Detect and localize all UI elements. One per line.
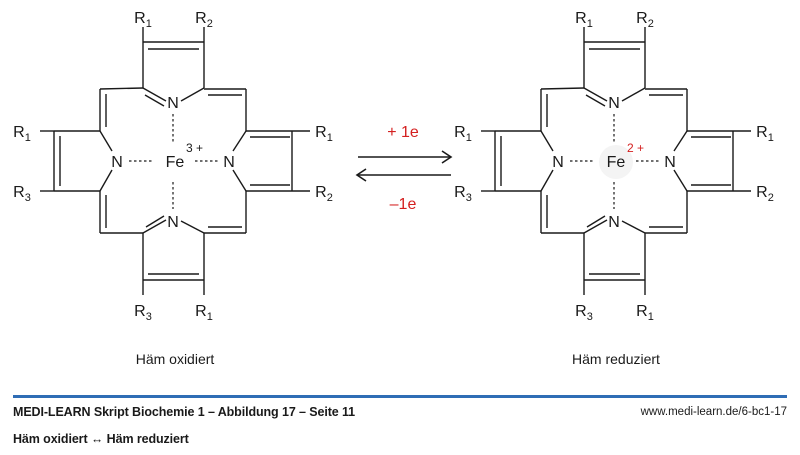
iron-charge: 2 + [627, 141, 644, 155]
nitrogen-left: N [552, 154, 564, 171]
equilibrium-arrows: + 1e –1e [355, 124, 453, 213]
bond [99, 130, 113, 152]
substituent-right-top: R1 [315, 124, 333, 144]
bond [180, 87, 205, 102]
nitrogen-top: N [167, 95, 179, 112]
substituent-left-top: R1 [454, 124, 472, 144]
substituent-left-top: R1 [13, 124, 31, 144]
substituent-right-top: R1 [756, 124, 774, 144]
substituent-right-bottom: R2 [315, 184, 333, 204]
bond-inner [585, 94, 606, 107]
molecule-caption: Häm oxidiert [136, 351, 215, 367]
bond [583, 87, 608, 102]
bond [621, 220, 646, 234]
footer-divider [13, 395, 787, 398]
substituent-bottom-left: R3 [134, 303, 152, 323]
substituent-left-bottom: R3 [454, 184, 472, 204]
reverse-label: –1e [390, 196, 417, 213]
footer-source: MEDI-LEARN Skript Biochemie 1 – Abbildun… [13, 405, 356, 419]
bond-inner [145, 215, 165, 228]
bond [142, 87, 167, 102]
bond [142, 219, 167, 234]
fe-highlight [599, 145, 633, 179]
substituent-left-bottom: R3 [13, 184, 31, 204]
substituent-bottom-left: R3 [575, 303, 593, 323]
bond [540, 130, 554, 152]
bond [583, 219, 608, 234]
nitrogen-right: N [664, 154, 676, 171]
substituent-bottom-right: R1 [195, 303, 213, 323]
footer-title: Häm oxidiert ↔ Häm reduziert [13, 432, 189, 446]
bond [232, 130, 247, 152]
substituent-bottom-right: R1 [636, 303, 654, 323]
bond [99, 87, 144, 90]
bond [99, 169, 113, 192]
bond [232, 169, 247, 192]
iron-atom: Fe [166, 154, 185, 171]
iron-atom: Fe [607, 154, 626, 171]
bond [180, 220, 205, 234]
substituent-right-bottom: R2 [756, 184, 774, 204]
nitrogen-bottom: N [608, 214, 620, 231]
bond [621, 87, 646, 102]
reverse-arrowhead [355, 168, 367, 182]
bond-inner [586, 215, 606, 228]
nitrogen-top: N [608, 95, 620, 112]
nitrogen-right: N [223, 154, 235, 171]
nitrogen-left: N [111, 154, 123, 171]
molecule-caption: Häm reduziert [572, 351, 660, 367]
forward-arrowhead [441, 150, 453, 164]
bond [540, 87, 585, 90]
bond-inner [144, 94, 165, 107]
iron-charge: 3 + [186, 141, 203, 155]
forward-label: + 1e [387, 124, 419, 141]
footer-url[interactable]: www.medi-learn.de/6-bc1-17 [640, 406, 787, 418]
bond [540, 169, 554, 192]
bond [673, 169, 688, 192]
bond [673, 130, 688, 152]
nitrogen-bottom: N [167, 214, 179, 231]
